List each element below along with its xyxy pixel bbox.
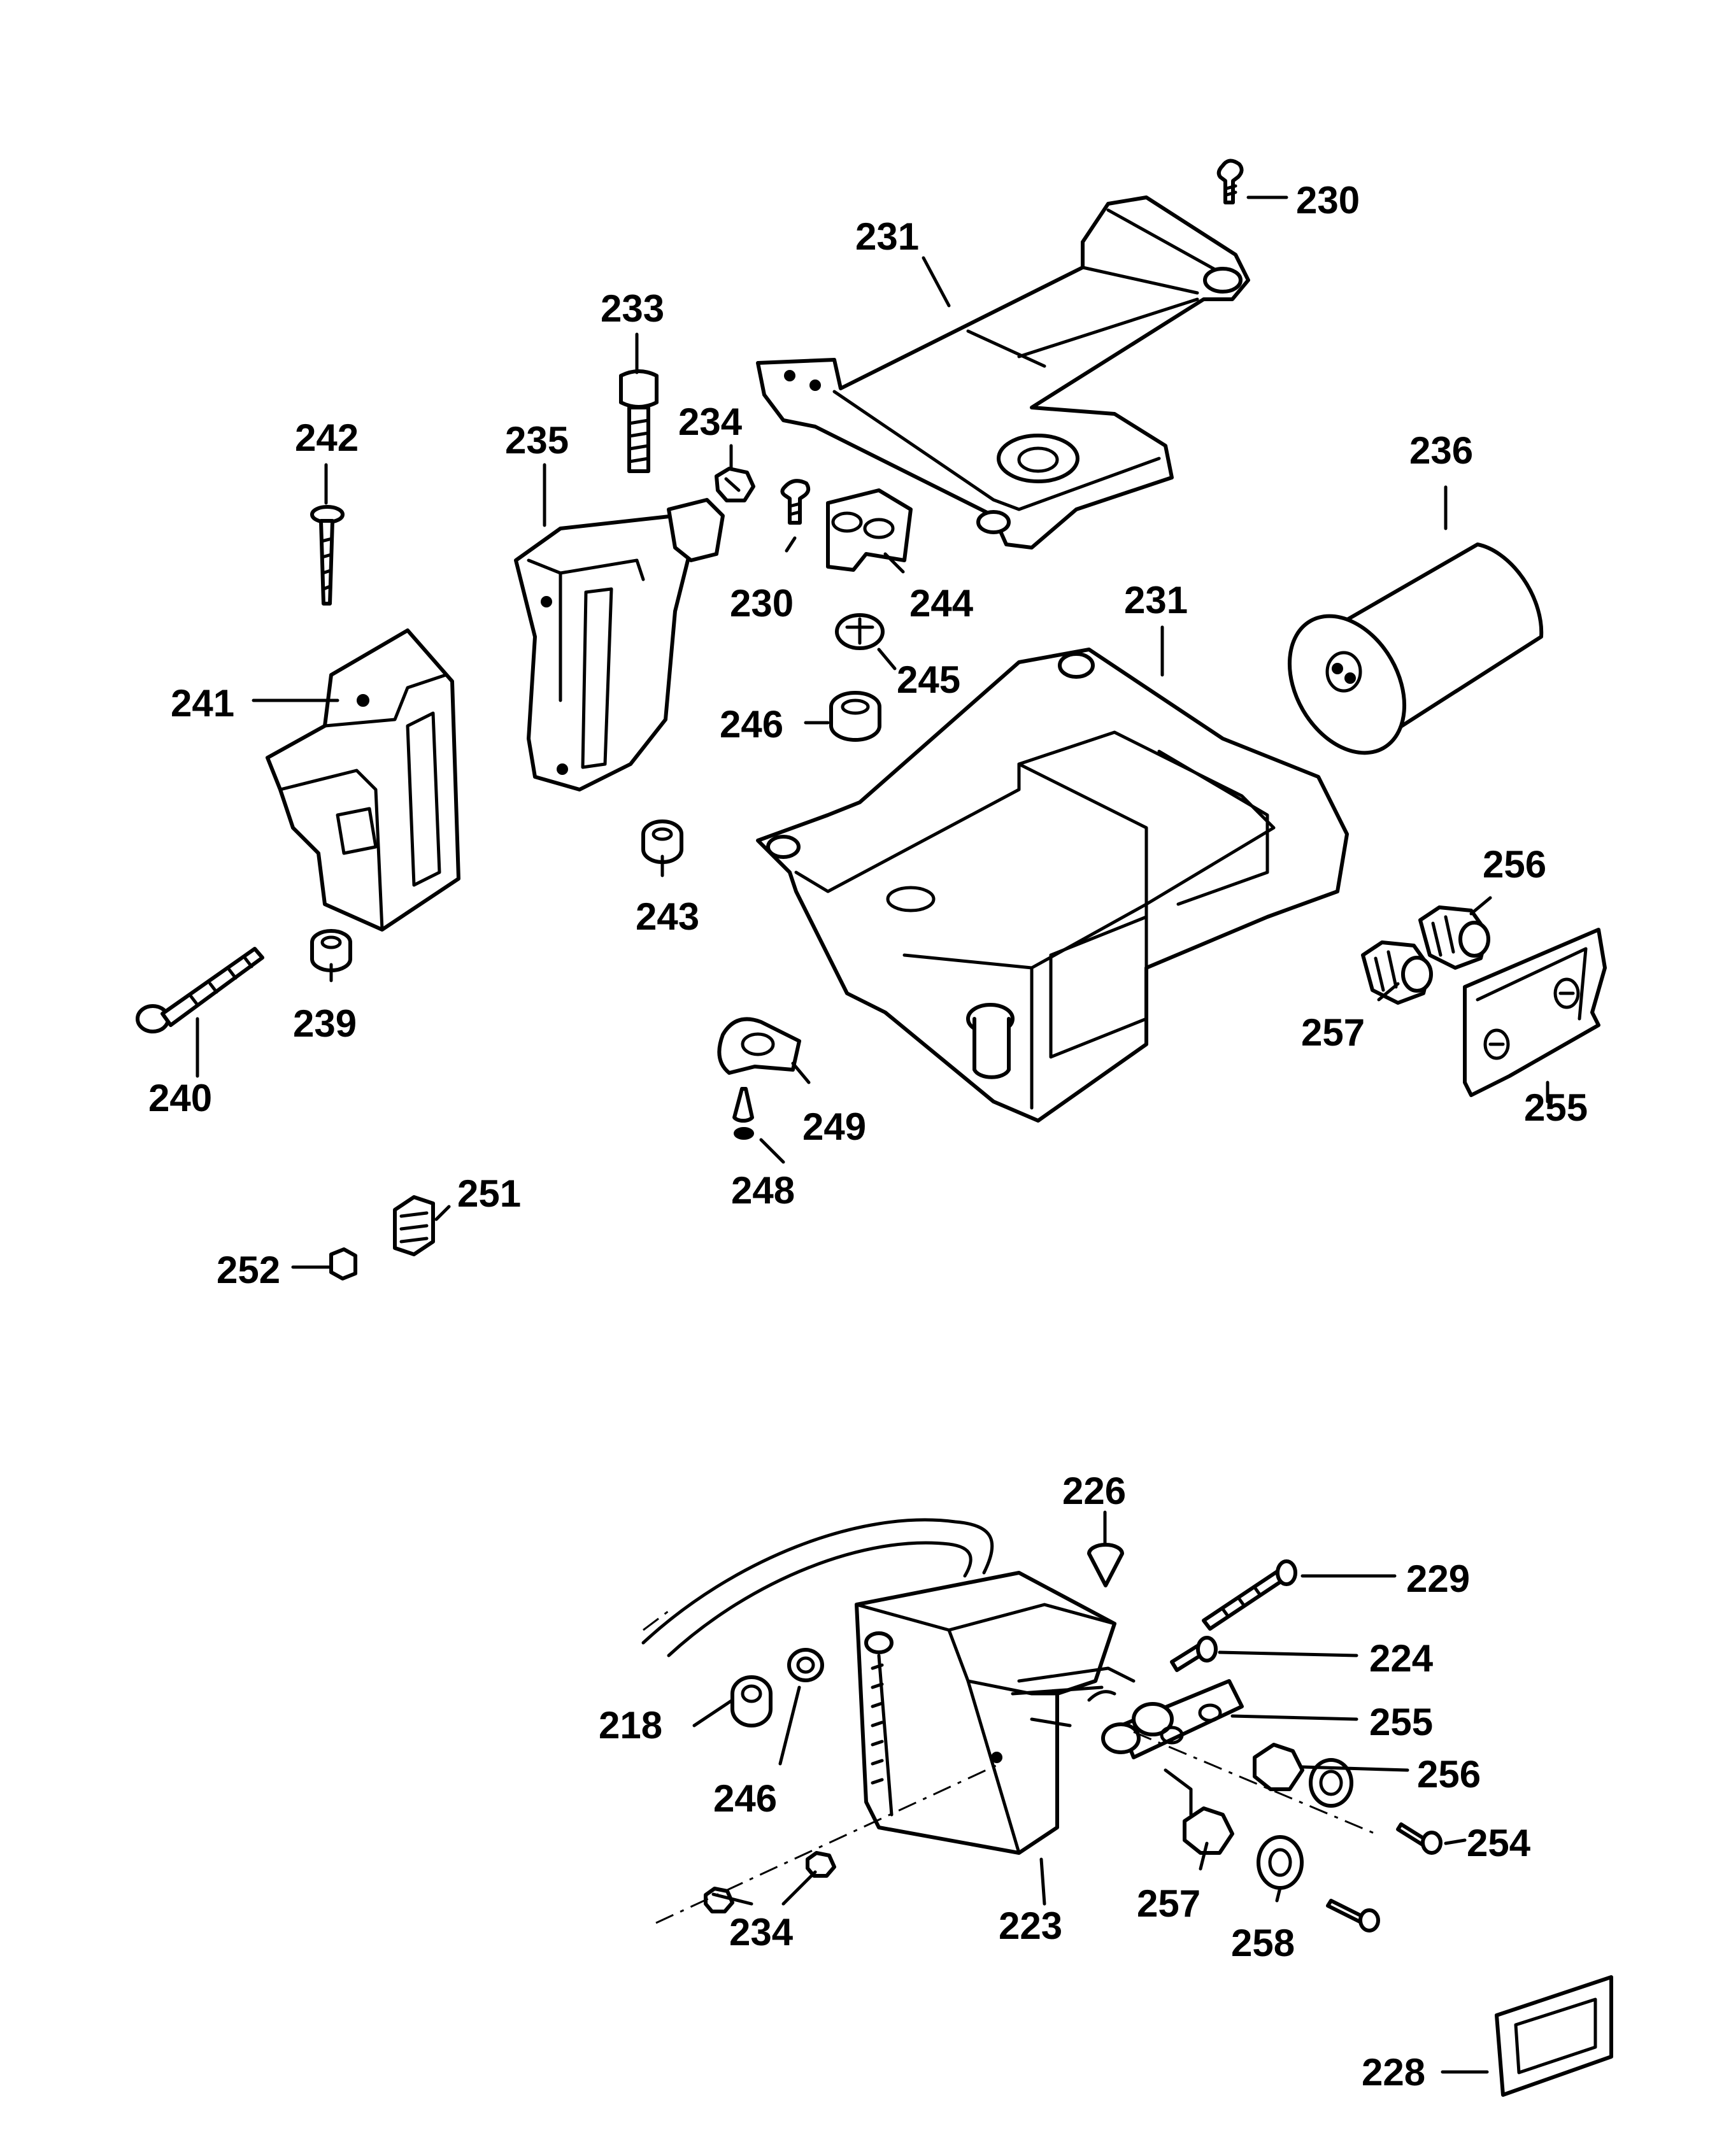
- screw-248: [732, 1087, 754, 1140]
- clip-252: [329, 1247, 357, 1280]
- callout-255-upper: 255: [1524, 1086, 1588, 1129]
- callout-254: 254: [1467, 1822, 1531, 1864]
- callout-224: 224: [1369, 1637, 1434, 1680]
- callout-240: 240: [148, 1077, 212, 1119]
- callout-246-lower: 246: [713, 1777, 777, 1820]
- nut-239: [310, 929, 352, 972]
- callout-249: 249: [802, 1105, 866, 1148]
- callout-256-lower: 256: [1417, 1753, 1481, 1796]
- callout-256-upper: 256: [1483, 843, 1546, 886]
- knob-257-upper: [1361, 940, 1433, 1005]
- callout-236: 236: [1409, 429, 1473, 472]
- bolt-233: [619, 369, 659, 473]
- callout-231-cover: 231: [855, 215, 919, 258]
- callout-246-top: 246: [720, 703, 783, 746]
- callout-labels: 230 231 233 234 235 242 236 230 244 231 …: [148, 179, 1588, 2094]
- callout-257-upper: 257: [1301, 1011, 1365, 1054]
- callout-255-lower: 255: [1369, 1701, 1433, 1743]
- callout-223: 223: [999, 1904, 1062, 1947]
- screw-254: [1396, 1822, 1443, 1855]
- switch-box-223: [855, 1571, 1116, 1855]
- callout-230-middle: 230: [730, 582, 794, 625]
- callout-258: 258: [1231, 1922, 1295, 1964]
- callout-242: 242: [295, 416, 359, 459]
- cable-gland-218: [730, 1675, 773, 1727]
- housing-base-231: [756, 648, 1349, 1123]
- screw-224: [1170, 1636, 1218, 1672]
- nut-243: [641, 819, 683, 864]
- bushing-246-top: [829, 691, 881, 742]
- switch-housing-241: [266, 628, 460, 932]
- bracket-235: [514, 498, 725, 791]
- terminal-251: [393, 1195, 435, 1256]
- leader-lines: [196, 195, 1549, 2074]
- cover-plate-231: [756, 195, 1250, 550]
- callout-251: 251: [457, 1172, 521, 1215]
- knob-256-lower: [1253, 1743, 1353, 1808]
- grommet-245: [835, 613, 885, 650]
- callout-245: 245: [897, 658, 960, 701]
- callout-226: 226: [1062, 1470, 1126, 1512]
- bushing-258: [1257, 1835, 1304, 1890]
- power-cable: [641, 1518, 994, 1657]
- switch-cover-228: [1495, 1975, 1613, 2097]
- screw-254-second: [1326, 1899, 1380, 1933]
- screw-242: [310, 505, 345, 606]
- cable-clamp-249: [717, 1017, 801, 1075]
- callout-233: 233: [601, 287, 664, 330]
- callout-229: 229: [1406, 1557, 1470, 1600]
- screw-230-top: [1216, 159, 1244, 204]
- nuts-234-lower: [704, 1851, 836, 1913]
- callout-239: 239: [293, 1002, 357, 1045]
- callout-228: 228: [1362, 2051, 1425, 2094]
- callout-234-top: 234: [678, 401, 743, 443]
- plate-255-lower: [1101, 1679, 1244, 1759]
- nut-234-top: [715, 467, 755, 502]
- callout-252: 252: [217, 1249, 280, 1291]
- callout-244: 244: [909, 582, 974, 625]
- bushing-246-lower: [787, 1648, 824, 1682]
- screw-230-middle: [780, 479, 811, 525]
- internal-wires: [1011, 1666, 1136, 1727]
- capacitor-236: [1287, 543, 1544, 755]
- callout-231-base: 231: [1124, 579, 1188, 621]
- callout-241: 241: [171, 682, 234, 725]
- callout-234-lower: 234: [729, 1911, 794, 1954]
- knob-257-lower: [1164, 1768, 1234, 1855]
- callout-230-top: 230: [1296, 179, 1360, 222]
- screw-226: [1087, 1543, 1124, 1587]
- screw-229: [1202, 1559, 1297, 1631]
- knob-256-upper: [1418, 905, 1490, 970]
- callout-243: 243: [636, 895, 699, 938]
- callout-218: 218: [599, 1704, 662, 1747]
- screw-240: [136, 947, 264, 1033]
- callout-248: 248: [731, 1169, 795, 1212]
- callout-257-lower: 257: [1137, 1882, 1200, 1925]
- assembly-axis-lines: [643, 1610, 1376, 1924]
- callout-235: 235: [505, 419, 569, 462]
- clip-244: [826, 488, 913, 572]
- plate-255-upper: [1463, 928, 1607, 1097]
